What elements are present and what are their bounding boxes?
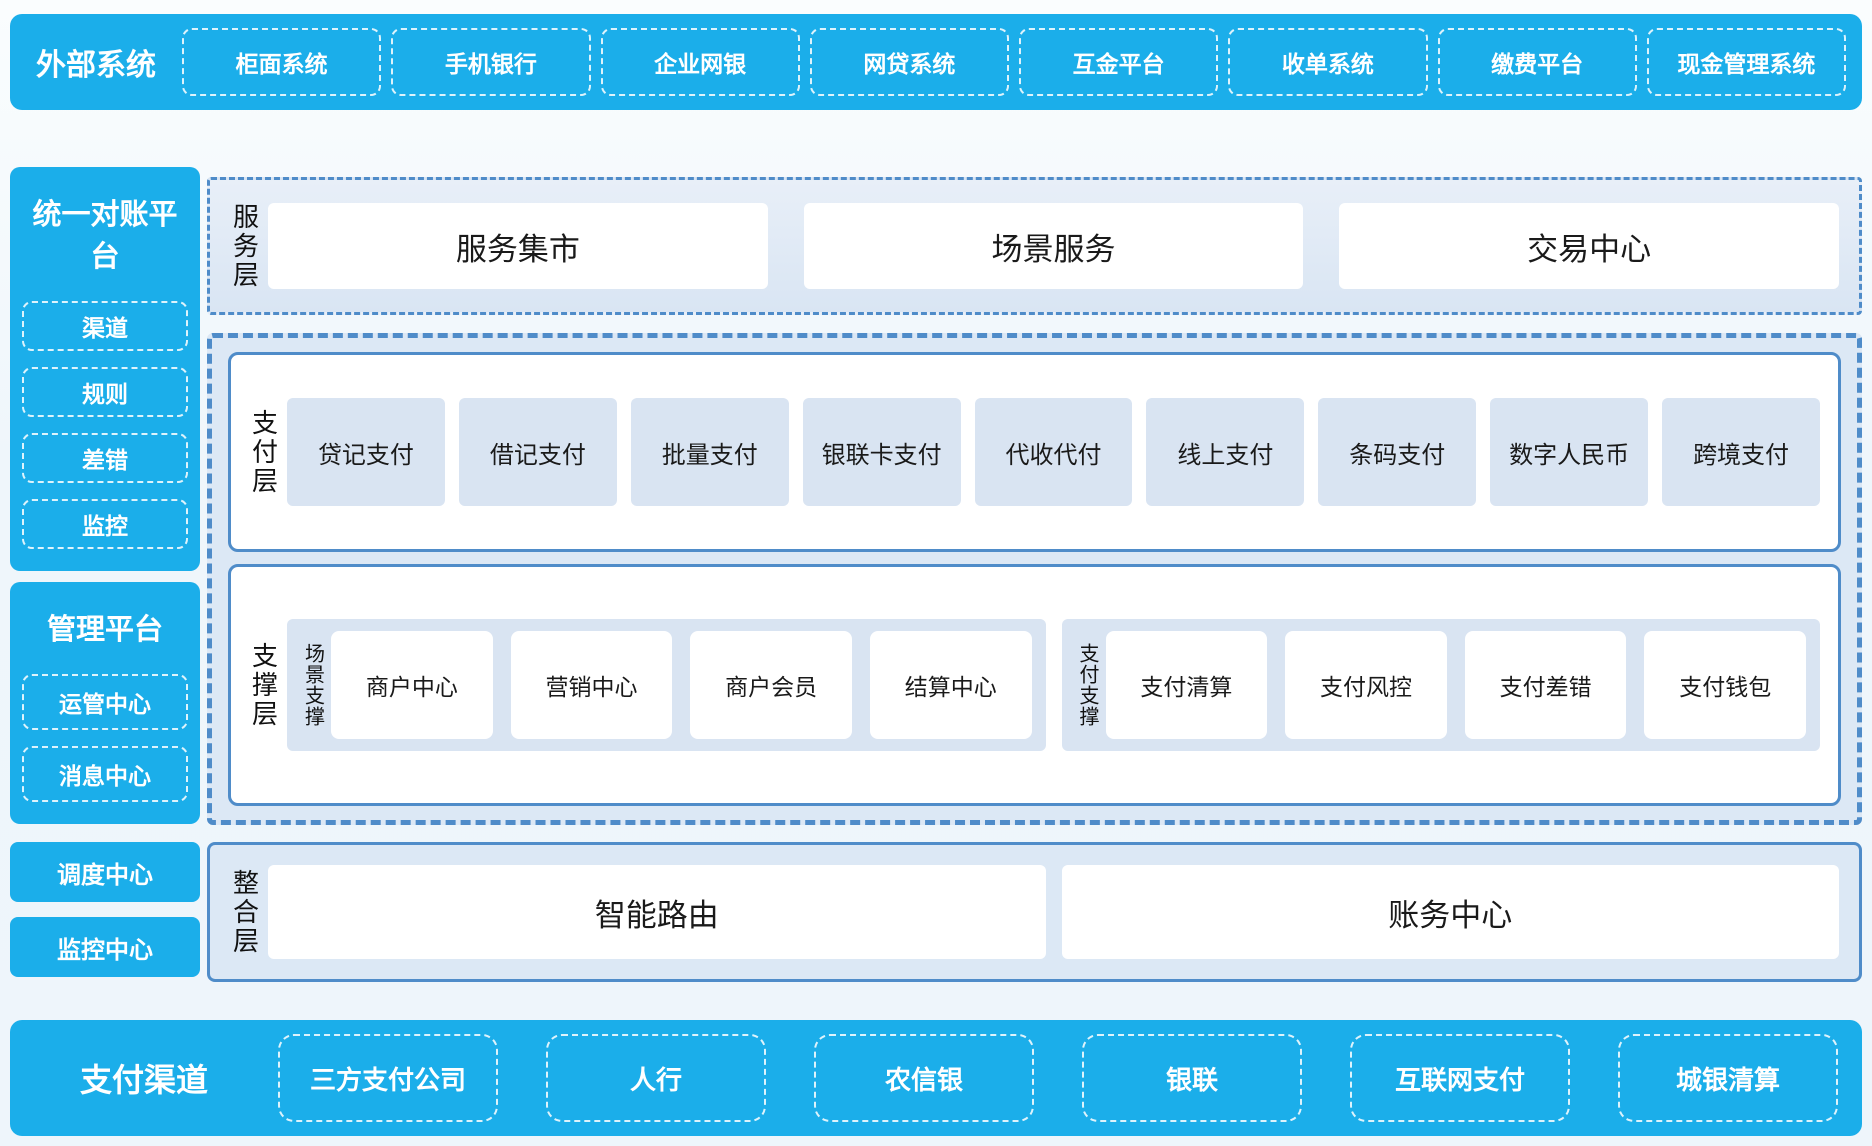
- channel-item: 互联网支付: [1350, 1034, 1570, 1122]
- payment-channels-items: 三方支付公司 人行 农信银 银联 互联网支付 城银清算: [278, 1020, 1838, 1136]
- payment-item: 跨境支付: [1662, 398, 1821, 506]
- channel-item: 城银清算: [1618, 1034, 1838, 1122]
- payment-layer-label: 支付层: [248, 408, 279, 496]
- channel-item: 银联: [1082, 1034, 1302, 1122]
- support-layer-label: 支撑层: [248, 641, 279, 729]
- payment-item: 贷记支付: [287, 398, 445, 506]
- payment-layer-items: 贷记支付 借记支付 批量支付 银联卡支付 代收代付 线上支付 条码支付 数字人民…: [287, 398, 1821, 506]
- channel-item: 三方支付公司: [278, 1034, 498, 1122]
- integration-item: 智能路由: [268, 865, 1046, 959]
- payment-channels-title: 支付渠道: [79, 1062, 208, 1098]
- integration-layer-label: 整合层: [229, 868, 260, 956]
- monitoring-center-box: 监控中心: [10, 917, 200, 977]
- support-item: 营销中心: [510, 631, 673, 739]
- reconciliation-platform-panel: 统一对账平台 渠道 规则 差错 监控: [10, 167, 200, 571]
- external-systems-bar: 外部系统 柜面系统 手机银行 企业网银 网贷系统 互金平台 收单系统 缴费平台 …: [10, 14, 1862, 110]
- reconciliation-item: 差错: [22, 433, 188, 483]
- service-layer-panel: 服务层 服务集市 场景服务 交易中心: [207, 177, 1862, 315]
- support-group-label: 支付支撑: [1076, 643, 1098, 727]
- support-item: 支付风控: [1285, 631, 1447, 739]
- payment-item: 条码支付: [1318, 398, 1477, 506]
- payment-channels-bar: 支付渠道 三方支付公司 人行 农信银 银联 互联网支付 城银清算: [10, 1020, 1862, 1136]
- integration-layer-panel: 整合层 智能路由 账务中心: [207, 842, 1862, 982]
- payment-layer-panel: 支付层 贷记支付 借记支付 批量支付 银联卡支付 代收代付 线上支付 条码支付 …: [228, 352, 1841, 552]
- external-system-item: 网贷系统: [809, 28, 1009, 96]
- external-systems-items: 柜面系统 手机银行 企业网银 网贷系统 互金平台 收单系统 缴费平台 现金管理系…: [182, 14, 1846, 110]
- external-systems-title: 外部系统: [36, 49, 156, 82]
- management-item: 消息中心: [22, 746, 188, 802]
- support-item: 支付钱包: [1644, 631, 1806, 739]
- reconciliation-item: 监控: [22, 499, 188, 549]
- reconciliation-item: 规则: [22, 367, 188, 417]
- service-layer-items: 服务集市 场景服务 交易中心: [268, 203, 1840, 289]
- support-group-scene: 场景支撑 商户中心 营销中心 商户会员 结算中心: [287, 619, 1046, 751]
- external-system-item: 柜面系统: [182, 28, 382, 96]
- channel-item: 农信银: [814, 1034, 1034, 1122]
- service-item: 交易中心: [1339, 203, 1840, 289]
- service-layer-label: 服务层: [229, 202, 260, 290]
- support-layer-groups: 场景支撑 商户中心 营销中心 商户会员 结算中心 支付支撑 支付清算 支付风控 …: [287, 619, 1820, 751]
- support-item: 支付清算: [1105, 631, 1268, 739]
- support-item: 商户中心: [331, 631, 493, 739]
- support-item: 结算中心: [869, 631, 1032, 739]
- integration-item: 账务中心: [1061, 865, 1839, 959]
- reconciliation-platform-title: 统一对账平台: [32, 199, 178, 273]
- support-group-items: 支付清算 支付风控 支付差错 支付钱包: [1105, 631, 1806, 739]
- management-platform-title: 管理平台: [46, 614, 163, 646]
- payment-item: 借记支付: [458, 398, 617, 506]
- payment-item: 数字人民币: [1490, 398, 1649, 506]
- management-platform-panel: 管理平台 运管中心 消息中心: [10, 582, 200, 824]
- support-group-items: 商户中心 营销中心 商户会员 结算中心: [331, 631, 1032, 739]
- payment-item: 代收代付: [974, 398, 1133, 506]
- external-system-item: 手机银行: [391, 28, 591, 96]
- service-item: 服务集市: [268, 203, 768, 289]
- support-layer-panel: 支撑层 场景支撑 商户中心 营销中心 商户会员 结算中心 支付支撑 支付清算 支…: [228, 564, 1841, 806]
- external-system-item: 现金管理系统: [1646, 28, 1846, 96]
- payment-item: 线上支付: [1146, 398, 1305, 506]
- integration-layer-items: 智能路由 账务中心: [268, 865, 1839, 959]
- support-group-payment: 支付支撑 支付清算 支付风控 支付差错 支付钱包: [1061, 619, 1820, 751]
- payment-support-wrapper: 支付层 贷记支付 借记支付 批量支付 银联卡支付 代收代付 线上支付 条码支付 …: [207, 333, 1862, 825]
- external-system-item: 缴费平台: [1437, 28, 1637, 96]
- service-item: 场景服务: [803, 203, 1304, 289]
- dispatch-center-box: 调度中心: [10, 842, 200, 902]
- support-item: 支付差错: [1464, 631, 1627, 739]
- management-item: 运管中心: [22, 674, 188, 730]
- support-item: 商户会员: [690, 631, 852, 739]
- channel-item: 人行: [546, 1034, 766, 1122]
- external-system-item: 企业网银: [600, 28, 800, 96]
- reconciliation-item: 渠道: [22, 301, 188, 351]
- support-group-label: 场景支撑: [301, 643, 324, 727]
- external-system-item: 收单系统: [1228, 28, 1428, 96]
- payment-item: 银联卡支付: [802, 398, 961, 506]
- payment-item: 批量支付: [630, 398, 789, 506]
- external-system-item: 互金平台: [1019, 28, 1219, 96]
